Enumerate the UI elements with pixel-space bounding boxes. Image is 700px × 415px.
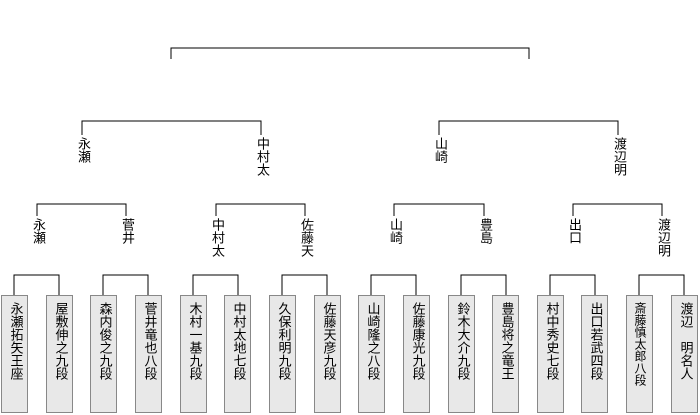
player-box: 佐藤康光九段 <box>403 295 430 413</box>
quarterfinal-line-4 <box>572 203 663 216</box>
player-name: 菅井竜也八段 <box>141 302 157 380</box>
quarterfinal-line-1 <box>36 203 127 216</box>
player-name: 豊島将之竜王 <box>498 302 514 380</box>
player-box: 佐藤天彦九段 <box>314 295 341 413</box>
quarterfinal-line-2 <box>215 203 306 216</box>
round2-name: 中村太 <box>209 218 224 257</box>
player-box: 木村一基九段 <box>180 295 207 413</box>
semifinal-line-left <box>81 120 262 135</box>
round2-name: 出口 <box>566 218 581 244</box>
player-name: 鈴木大介九段 <box>454 302 470 380</box>
round2-name: 山崎 <box>387 218 402 244</box>
round1-line-5 <box>370 274 417 295</box>
round1-line-4 <box>281 274 328 295</box>
round3-name: 中村太 <box>254 137 269 176</box>
player-box: 村中秀史七段 <box>537 295 564 413</box>
round1-line-1 <box>13 274 60 295</box>
player-name: 永瀬拓矢王座 <box>7 302 23 380</box>
player-box: 久保利明九段 <box>269 295 296 413</box>
player-name: 出口若武四段 <box>587 302 603 380</box>
player-box: 出口若武四段 <box>581 295 608 413</box>
player-box: 斎藤慎太郎八段 <box>626 295 653 413</box>
round2-name: 佐藤天 <box>298 218 313 257</box>
player-box: 中村太地七段 <box>224 295 251 413</box>
player-box: 永瀬拓矢王座 <box>1 295 28 413</box>
round1-line-8 <box>638 274 685 295</box>
player-box: 菅井竜也八段 <box>135 295 162 413</box>
quarterfinal-line-3 <box>393 203 485 216</box>
player-name: 久保利明九段 <box>275 302 291 380</box>
player-box: 鈴木大介九段 <box>448 295 475 413</box>
round2-name: 永瀬 <box>30 218 45 244</box>
player-name: 森内俊之九段 <box>96 302 112 380</box>
player-box: 渡辺 明名人 <box>671 295 698 413</box>
round3-name: 渡辺明 <box>611 137 626 176</box>
player-name: 村中秀史七段 <box>543 302 559 380</box>
semifinal-line-right <box>438 120 619 135</box>
round2-name: 豊島 <box>477 218 492 244</box>
round2-name: 渡辺明 <box>655 218 670 257</box>
player-name: 屋敷伸之九段 <box>52 302 68 380</box>
round1-line-3 <box>192 274 239 295</box>
player-name: 木村一基九段 <box>186 302 202 380</box>
round1-line-6 <box>460 274 507 295</box>
player-name: 渡辺 明名人 <box>677 302 693 380</box>
round3-name: 山崎 <box>432 137 447 163</box>
player-box: 豊島将之竜王 <box>492 295 519 413</box>
round1-line-2 <box>102 274 149 295</box>
player-box: 山崎隆之八段 <box>358 295 385 413</box>
round3-name: 永瀬 <box>75 137 90 163</box>
player-box: 森内俊之九段 <box>90 295 117 413</box>
player-name: 佐藤康光九段 <box>409 302 425 380</box>
player-name: 山崎隆之八段 <box>364 302 380 380</box>
player-name: 中村太地七段 <box>230 302 246 380</box>
round2-name: 菅井 <box>119 218 134 244</box>
player-name: 佐藤天彦九段 <box>320 302 336 380</box>
player-name: 斎藤慎太郎八段 <box>633 302 647 386</box>
round1-line-7 <box>549 274 596 295</box>
player-box: 屋敷伸之九段 <box>46 295 73 413</box>
final-line <box>170 47 530 59</box>
